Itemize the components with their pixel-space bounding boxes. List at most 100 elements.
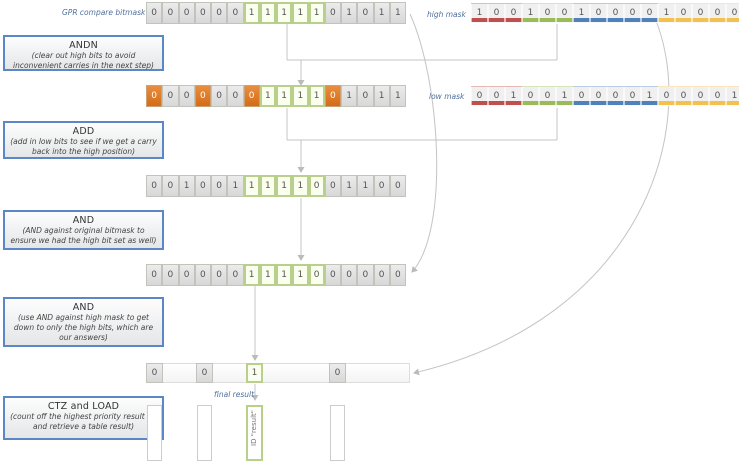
bit-cell: 0 [357,264,374,286]
bit-cell: 0 [194,85,211,107]
bit-cell: 0 [308,175,325,197]
result-strip [146,363,410,383]
bit-cell: 0 [341,264,358,286]
step-title: AND [72,215,95,226]
mask-cell: 0 [726,3,739,23]
bit-cell: 0 [146,85,163,107]
table-entry-bar-selected [246,405,263,461]
bit-cell: 1 [373,85,390,107]
gpr-bitmask-row: 0 0 0 0 0 0 1 1 1 1 1 0 1 0 1 1 [146,2,406,24]
step-desc: (AND against original bitmask to ensure … [10,226,157,246]
mask-cell: 0 [607,3,624,23]
mask-cell: 1 [556,86,573,106]
bit-cell: 0 [357,2,374,24]
table-entry-text: ID "result" [250,410,258,446]
bit-cell: 0 [227,85,244,107]
bit-cell: 0 [324,85,341,107]
bit-cell: 0 [162,264,179,286]
step-desc: (use AND against high mask to get down t… [13,313,154,343]
step-title: ADD [72,126,95,137]
mask-cell: 0 [539,86,556,106]
bit-cell: 0 [178,2,195,24]
step-box-add: ADD (add in low bits to see if we get a … [3,121,164,159]
result-cell: 0 [196,363,213,383]
mask-cell: 1 [505,86,522,106]
low-mask-label: low mask [429,92,465,101]
gpr-label: GPR compare bitmask [62,8,146,17]
bit-cell: 0 [194,175,211,197]
bit-cell: 0 [211,85,228,107]
bit-cell: 0 [389,264,406,286]
step-title: ANDN [69,40,98,51]
high-mask-row: 1 0 0 1 0 0 1 0 0 0 0 1 0 0 0 0 [471,3,739,23]
bit-cell: 1 [276,2,293,24]
table-entry-bar [330,405,345,461]
mask-cell: 0 [692,3,709,23]
bit-cell: 0 [211,175,228,197]
step-box-ctz-load: CTZ and LOAD (count off the highest prio… [3,396,164,440]
bit-cell: 1 [341,175,358,197]
bit-cell: 1 [243,264,260,286]
bit-cell: 0 [146,2,163,24]
step-desc: (add in low bits to see if we get a carr… [10,137,157,157]
mask-cell: 0 [624,86,641,106]
step-desc: (clear out high bits to avoid inconvenie… [13,51,154,71]
add-result-row: 0 0 1 0 0 1 1 1 1 1 0 0 1 1 0 0 [146,175,406,197]
bit-cell: 0 [324,2,341,24]
bit-cell: 0 [389,175,406,197]
andn-result-row: 0 0 0 0 0 0 0 1 1 1 1 0 1 0 1 1 [146,85,406,107]
bit-cell: 0 [162,175,179,197]
mask-cell: 0 [488,3,505,23]
mask-cell: 0 [471,86,488,106]
mask-cell: 0 [573,86,590,106]
mask-cell: 0 [709,86,726,106]
and-result-row: 0 0 0 0 0 0 1 1 1 1 0 0 0 0 0 0 [146,264,406,286]
mask-cell: 0 [641,3,658,23]
bit-cell: 1 [259,85,276,107]
mask-cell: 0 [590,3,607,23]
low-mask-row: 0 0 1 0 0 1 0 0 0 0 1 0 0 0 0 1 [471,86,739,106]
bit-cell: 0 [178,264,195,286]
mask-cell: 0 [590,86,607,106]
mask-cell: 0 [488,86,505,106]
mask-cell: 0 [692,86,709,106]
bit-cell: 1 [373,2,390,24]
mask-cell: 0 [658,86,675,106]
mask-cell: 1 [726,86,739,106]
mask-cell: 1 [641,86,658,106]
bit-cell: 0 [146,264,163,286]
bit-cell: 1 [341,85,358,107]
bit-cell: 1 [341,2,358,24]
step-title: AND [72,302,95,313]
bit-cell: 0 [227,2,244,24]
mask-cell: 1 [522,3,539,23]
bit-cell: 0 [373,175,390,197]
mask-cell: 0 [522,86,539,106]
bit-cell: 1 [243,2,260,24]
bit-cell: 0 [211,264,228,286]
bit-cell: 1 [389,85,406,107]
bit-cell: 0 [227,264,244,286]
bit-cell: 1 [308,2,325,24]
bit-cell: 0 [146,175,163,197]
bit-cell: 1 [276,264,293,286]
bit-cell: 1 [259,175,276,197]
bit-cell: 1 [227,175,244,197]
bit-cell: 0 [211,2,228,24]
bit-cell: 1 [357,175,374,197]
mask-cell: 1 [471,3,488,23]
bit-cell: 0 [373,264,390,286]
bit-cell: 0 [324,264,341,286]
bit-cell: 1 [259,2,276,24]
mask-cell: 0 [556,3,573,23]
bit-cell: 0 [162,2,179,24]
step-box-and-original: AND (AND against original bitmask to ens… [3,210,164,250]
bit-cell: 0 [308,264,325,286]
bit-cell: 0 [243,85,260,107]
mask-cell: 0 [607,86,624,106]
bit-cell: 1 [389,2,406,24]
table-entry-bar [147,405,162,461]
mask-cell: 0 [709,3,726,23]
result-cell: 0 [329,363,346,383]
